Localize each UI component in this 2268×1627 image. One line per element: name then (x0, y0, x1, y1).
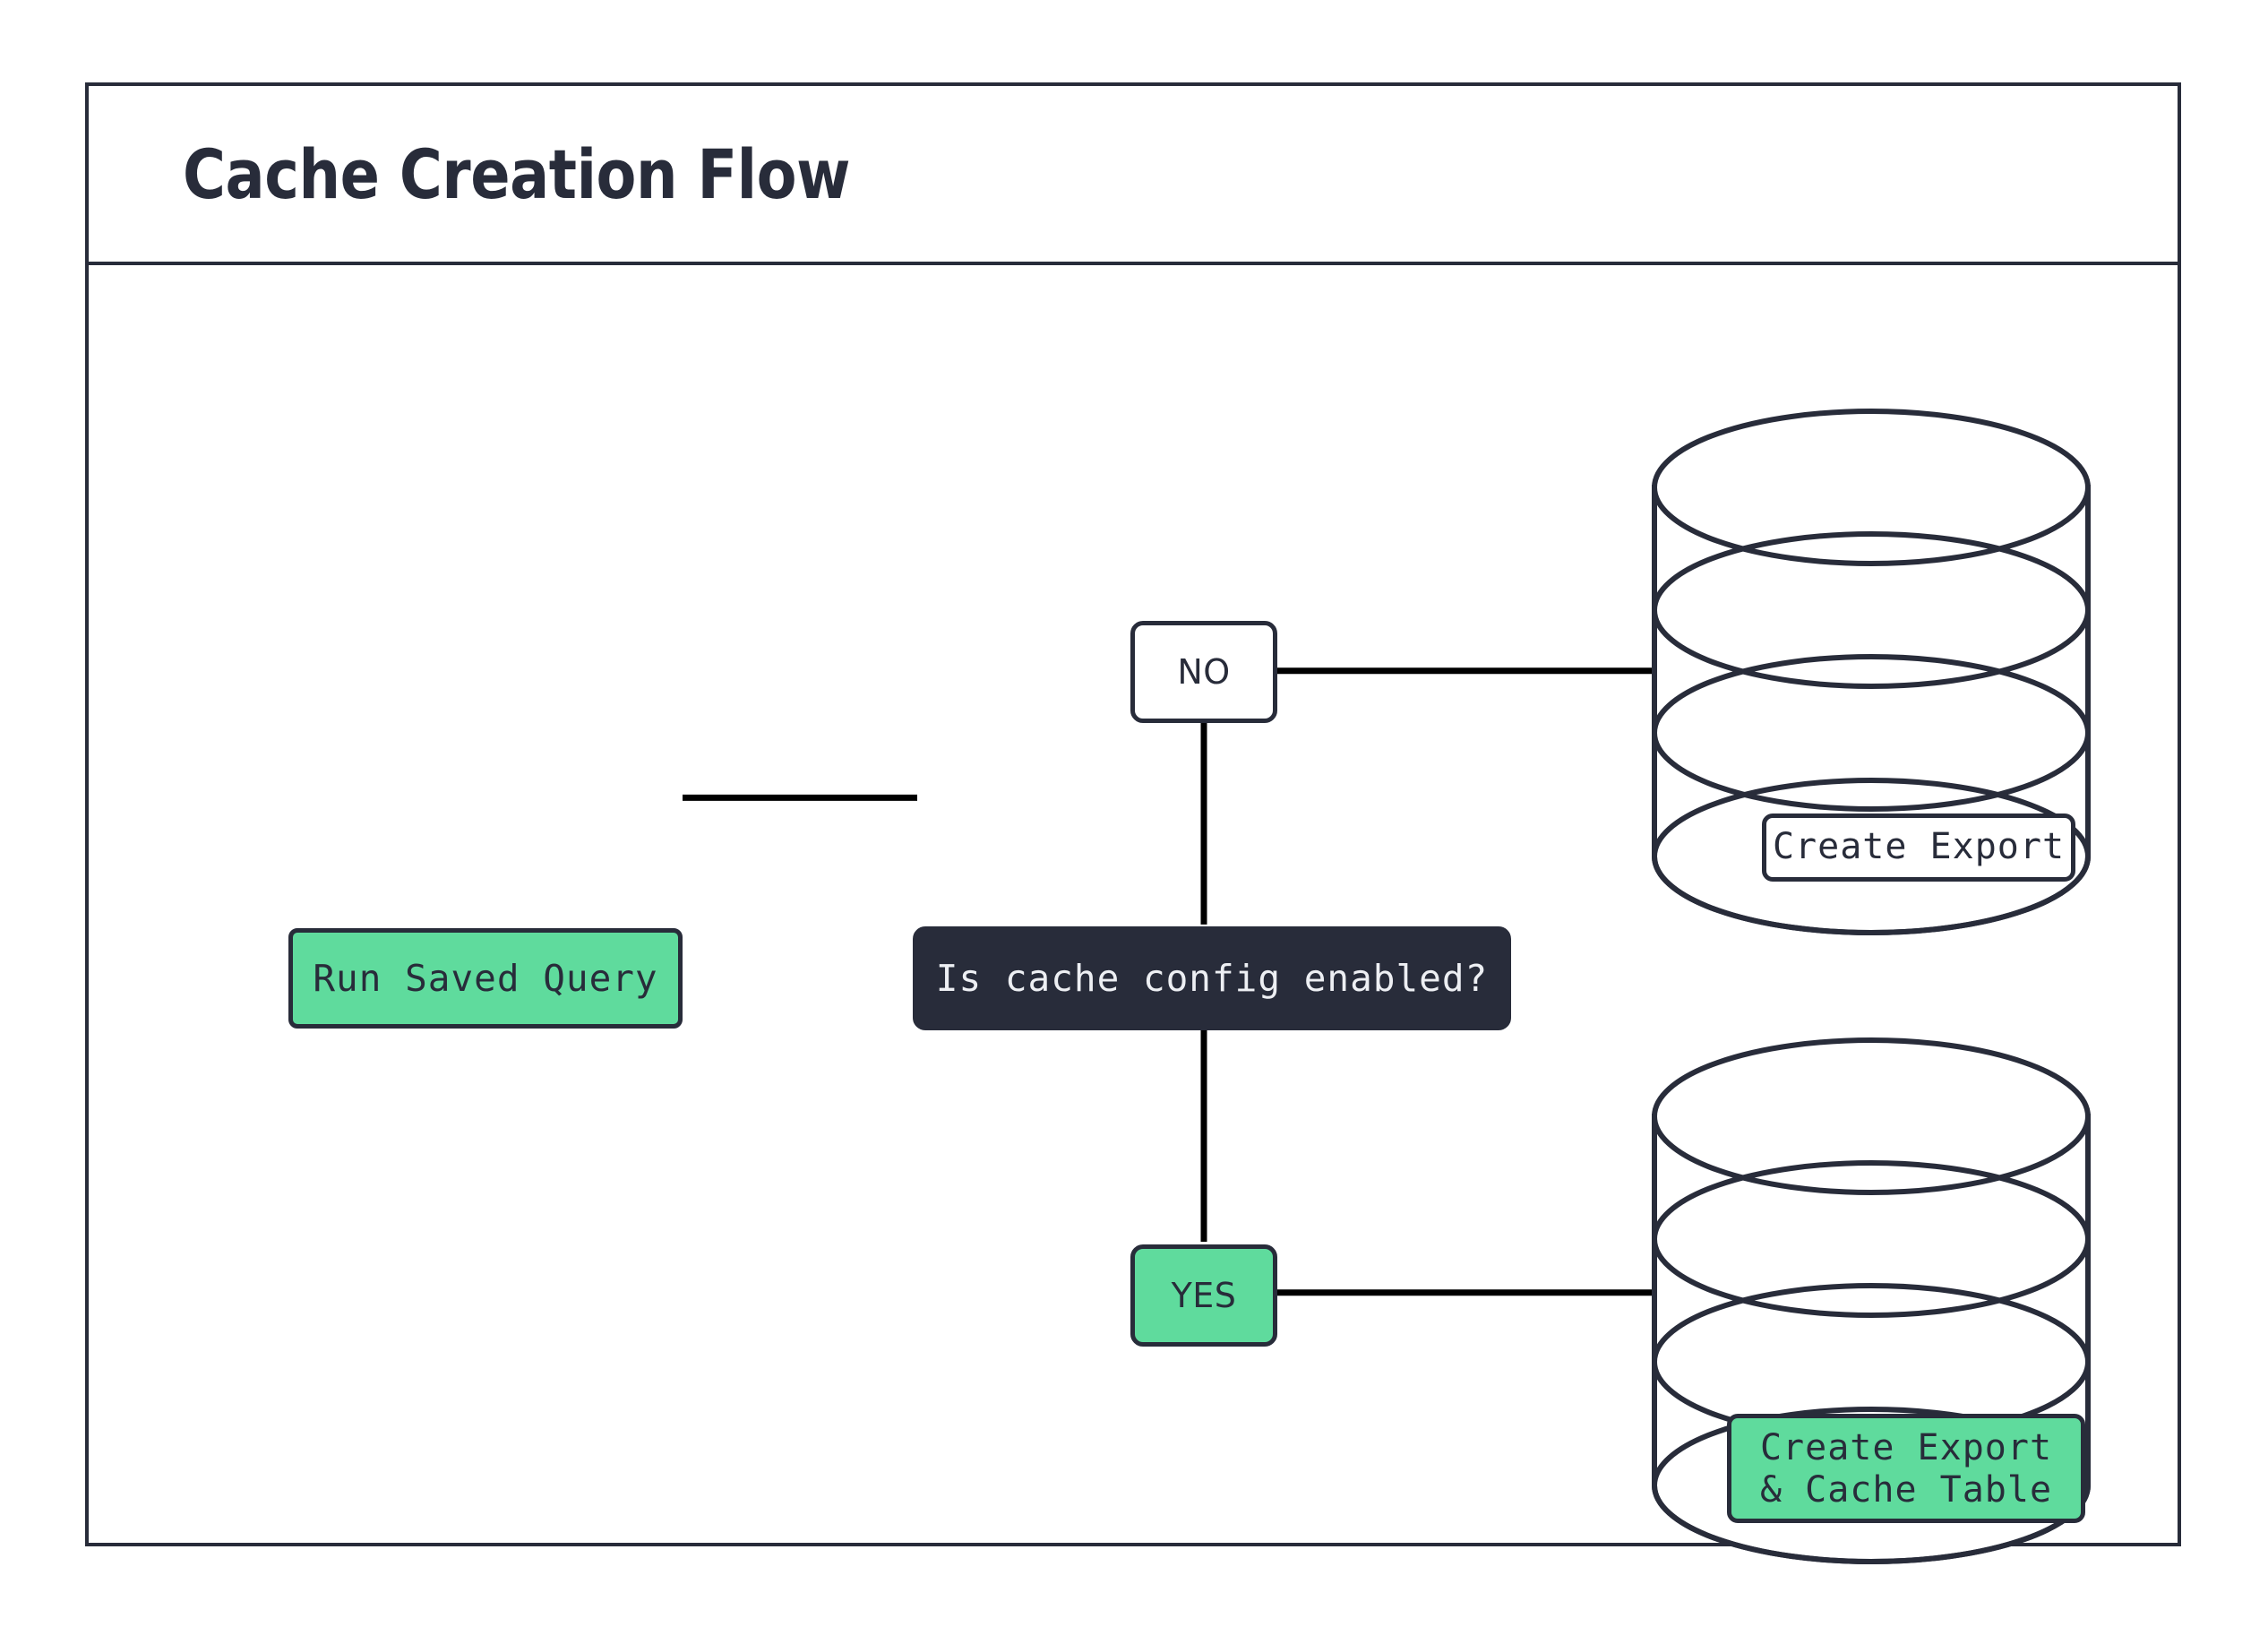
database-label-create-export-cache-table: Create Export & Cache Table (1727, 1414, 2085, 1523)
branch-label-yes-text: YES (1171, 1276, 1237, 1315)
node-run-saved-query-label: Run Saved Query (313, 957, 658, 1000)
branch-label-no-text: NO (1177, 652, 1231, 692)
diagram-frame: Cache Creation Flow (85, 82, 2181, 1564)
diagram-title-bar: Cache Creation Flow (89, 86, 2178, 265)
database-label-create-export-cache-line-2: & Cache Table (1759, 1469, 2053, 1511)
branch-label-no[interactable]: NO (1130, 621, 1277, 723)
node-is-cache-config-enabled[interactable]: Is cache config enabled? (913, 926, 1511, 1030)
database-label-create-export: Create Export (1762, 814, 2075, 882)
node-decision-label: Is cache config enabled? (935, 957, 1489, 1000)
diagram-canvas: Create Export Create Export & Cache Tabl… (89, 265, 2178, 1564)
database-label-create-export-text: Create Export (1772, 826, 2066, 868)
page-title: Cache Creation Flow (183, 133, 851, 214)
database-label-create-export-cache-line-1: Create Export (1759, 1426, 2053, 1468)
node-run-saved-query[interactable]: Run Saved Query (288, 928, 683, 1029)
branch-label-yes[interactable]: YES (1130, 1244, 1277, 1347)
